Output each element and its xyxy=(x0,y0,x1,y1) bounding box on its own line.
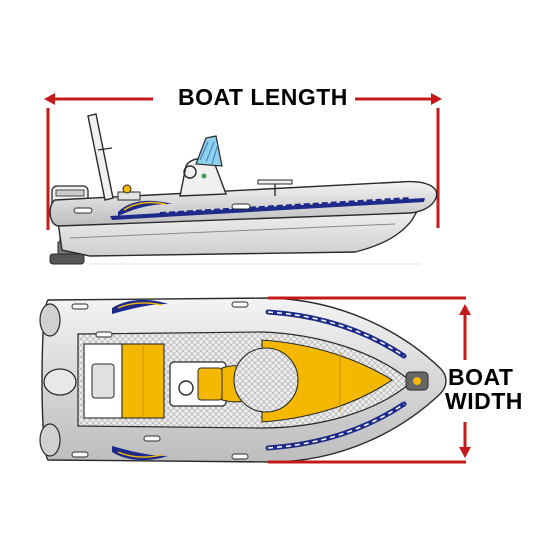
tube-handle-top-1 xyxy=(71,303,89,310)
tube-end-starboard xyxy=(39,423,61,457)
steering-wheel-top xyxy=(178,380,194,396)
boat-width-label-line2: WIDTH xyxy=(445,388,523,414)
boat-top-view xyxy=(39,297,447,463)
jockey-seat xyxy=(117,184,141,201)
length-dimension-line xyxy=(44,93,442,230)
tube-handle-1 xyxy=(73,207,93,214)
tube-swoosh-decal xyxy=(118,200,172,216)
radar-arch xyxy=(87,113,114,201)
tube-handle-top-2 xyxy=(231,301,249,308)
windscreen xyxy=(195,135,223,167)
tube-rub-rail xyxy=(159,197,411,214)
length-arrowhead-left xyxy=(44,93,55,105)
width-arrowhead-top xyxy=(459,304,471,315)
tube-handle-top-5 xyxy=(143,435,161,442)
boat-width-label-line1: BOAT xyxy=(448,364,514,390)
tube-handle-top-3 xyxy=(71,451,89,458)
tube-handle-2 xyxy=(231,203,251,210)
boat-length-label: BOAT LENGTH xyxy=(178,84,348,110)
width-dimension-line xyxy=(268,296,471,464)
tube-handle-top-4 xyxy=(231,453,249,460)
helm-console xyxy=(179,135,227,197)
hull-chine-line xyxy=(69,223,396,239)
cushion-bow xyxy=(261,339,394,423)
bow-seat-round xyxy=(233,347,299,413)
tube-handle-top-6 xyxy=(95,331,113,338)
width-arrowhead-bottom xyxy=(459,447,471,458)
length-arrowhead-right xyxy=(431,93,442,105)
tube-end-port xyxy=(39,303,61,337)
boat-side-view xyxy=(49,113,438,265)
bow-table xyxy=(257,179,293,196)
steering-wheel xyxy=(183,165,197,179)
outboard-motor-top xyxy=(43,368,77,396)
tube-blue-stripe xyxy=(110,198,425,220)
